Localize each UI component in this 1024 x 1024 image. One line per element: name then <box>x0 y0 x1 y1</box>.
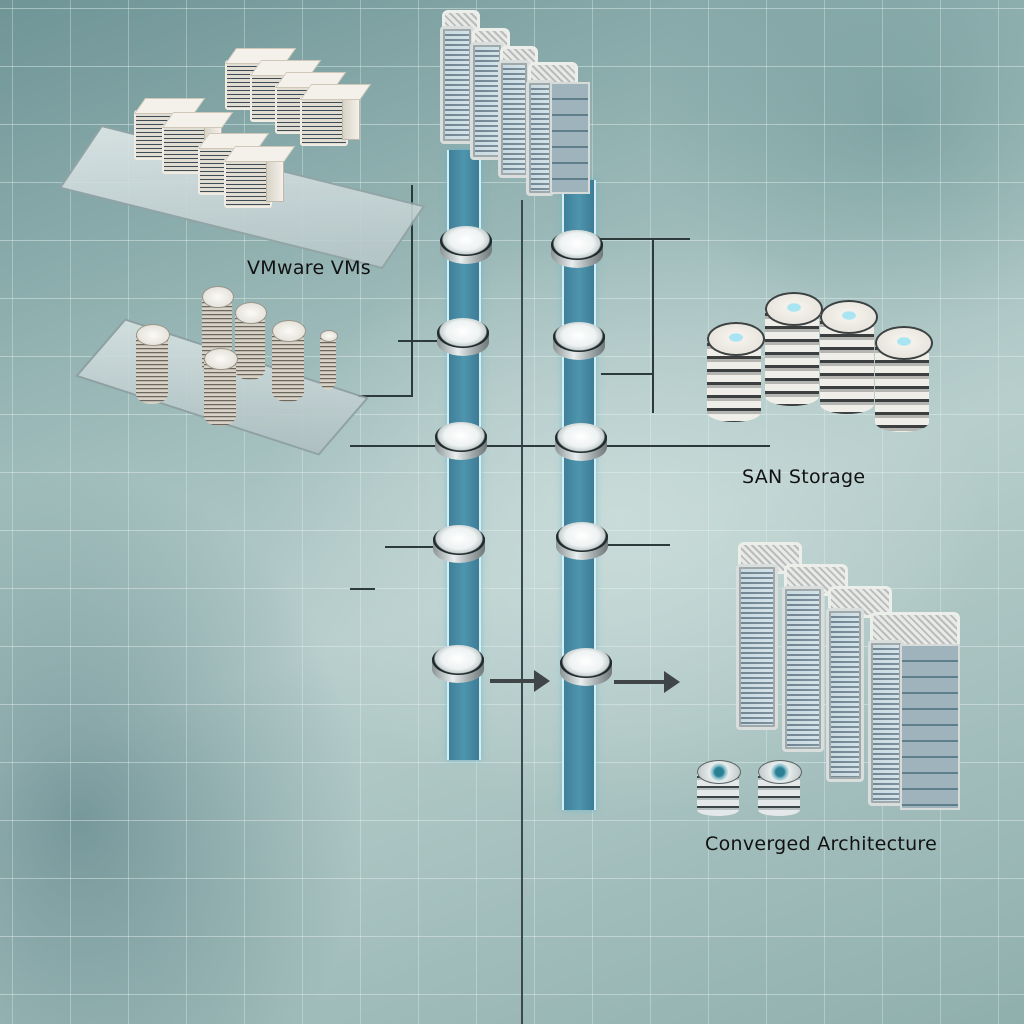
label-converged-architecture: Converged Architecture <box>705 833 938 855</box>
storage-stack-icon <box>272 320 306 402</box>
connector-wire <box>385 546 435 548</box>
bus-node[interactable] <box>440 226 492 266</box>
connector-wire <box>605 544 670 546</box>
label-san-storage: SAN Storage <box>742 466 866 488</box>
connector-wire <box>358 395 413 397</box>
bus-node[interactable] <box>555 423 607 463</box>
connector-wire <box>411 185 413 397</box>
san-storage-cluster[interactable] <box>705 290 935 435</box>
database-cylinder-icon <box>875 326 933 432</box>
storage-stack-icon <box>235 302 267 380</box>
connector-wire <box>350 588 375 590</box>
bus-node[interactable] <box>560 648 612 688</box>
vmware-vm-cluster[interactable] <box>58 40 426 270</box>
server-rack-icon <box>440 26 474 144</box>
database-cylinder-icon <box>707 322 765 422</box>
connector-wire <box>601 373 653 375</box>
arrow-right-icon <box>614 671 680 693</box>
connector-wire <box>398 340 450 342</box>
virtual-machine-icon <box>300 90 360 146</box>
database-cylinder-icon <box>765 292 823 408</box>
database-cylinder-icon <box>820 300 878 415</box>
top-server-rack[interactable] <box>440 8 590 196</box>
bus-node[interactable] <box>432 645 484 685</box>
storage-stack-icon <box>136 324 170 404</box>
connector-wire <box>595 238 690 240</box>
label-vmware-vms: VMware VMs <box>247 257 371 279</box>
server-rack-icon <box>782 586 824 752</box>
bus-node[interactable] <box>553 322 605 362</box>
storage-stack-cluster[interactable] <box>75 280 380 460</box>
bus-node[interactable] <box>556 522 608 562</box>
server-rack-icon <box>736 564 778 730</box>
bus-node[interactable] <box>437 318 489 358</box>
storage-stack-icon <box>320 330 338 390</box>
server-rack-icon <box>868 640 904 806</box>
bus-node[interactable] <box>435 422 487 462</box>
virtual-machine-icon <box>224 152 284 208</box>
center-divider-line <box>521 200 523 1024</box>
bus-lane-right <box>562 180 596 810</box>
disk-icon <box>697 760 741 816</box>
disk-icon <box>758 760 802 816</box>
connector-wire <box>652 238 654 413</box>
arrow-right-icon <box>490 670 550 692</box>
converged-server-rack[interactable] <box>736 540 961 810</box>
bus-node[interactable] <box>551 230 603 270</box>
server-rack-icon <box>826 608 864 782</box>
storage-stack-icon <box>204 348 238 426</box>
bus-node[interactable] <box>433 525 485 565</box>
